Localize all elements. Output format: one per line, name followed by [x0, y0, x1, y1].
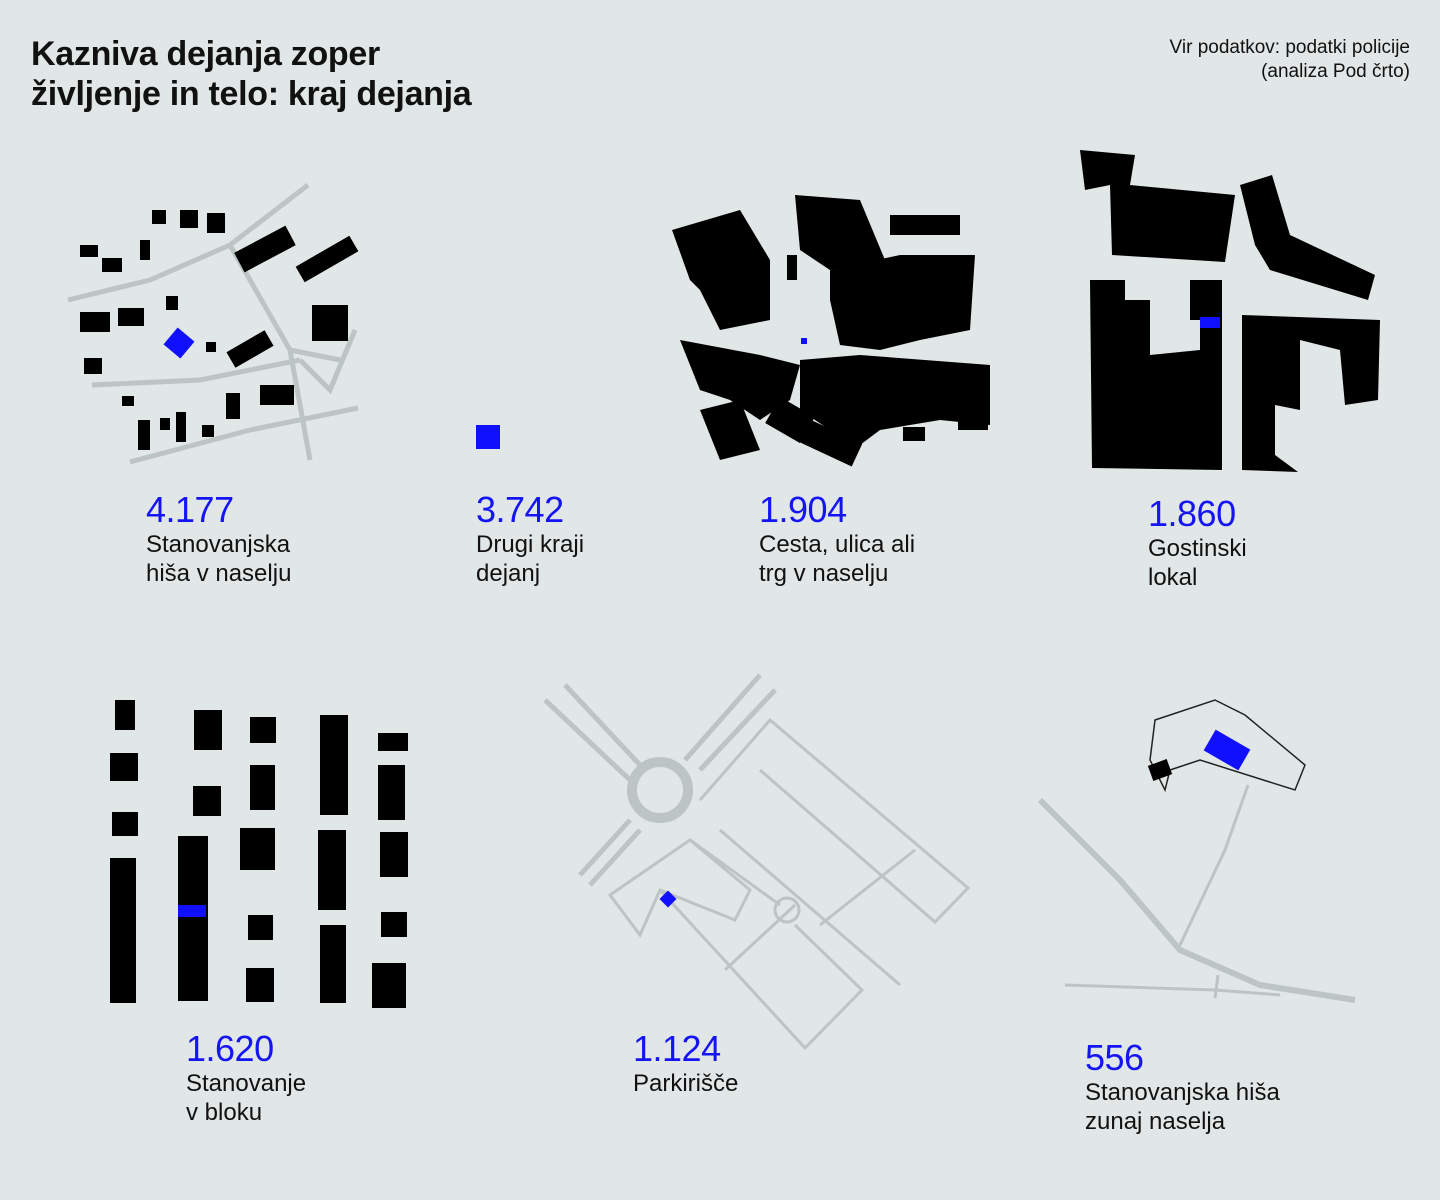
map-house-in-settlement: [67, 183, 359, 465]
stat-label: Parkirišče: [633, 1069, 738, 1098]
label-line: dejanj: [476, 560, 541, 587]
label-line: hiša v naselju: [146, 560, 292, 587]
map-parking: [543, 673, 971, 1051]
label-line: trg v naselju: [759, 560, 889, 587]
label-line: Cesta, ulica ali: [759, 531, 916, 558]
map-pub: [1080, 150, 1380, 472]
label-line: v bloku: [186, 1099, 263, 1126]
label-line: Drugi kraji: [476, 531, 585, 558]
label-line: Stanovanjska hiša: [1085, 1079, 1280, 1106]
map-apartment-block: [110, 700, 408, 1008]
stat-value: 1.620: [186, 1028, 274, 1069]
stat-value: 1.904: [759, 489, 847, 530]
label-line: Stanovanjska: [146, 531, 291, 558]
data-source: Vir podatkov: podatki policije (analiza …: [1170, 36, 1410, 84]
label-line: lokal: [1148, 564, 1198, 591]
title-line: Kazniva dejanja zoper: [31, 35, 380, 73]
stat-value: 556: [1085, 1037, 1144, 1078]
stat-value: 1.124: [633, 1028, 721, 1069]
page-title: Kazniva dejanja zoper življenje in telo:…: [31, 34, 472, 114]
label-line: Parkirišče: [633, 1070, 739, 1097]
stat-parking: 1.124 Parkirišče: [633, 1031, 738, 1098]
stat-value: 4.177: [146, 489, 234, 530]
label-line: zunaj naselja: [1085, 1108, 1226, 1135]
blue-marker: [476, 425, 500, 449]
map-street-or-square: [672, 195, 990, 467]
title-line: življenje in telo: kraj dejanja: [31, 75, 472, 113]
label-line: Gostinski: [1148, 535, 1247, 562]
stat-value: 1.860: [1148, 493, 1236, 534]
map-house-outside-settlement: [1037, 699, 1356, 1003]
stat-value: 3.742: [476, 489, 564, 530]
source-line: (analiza Pod črto): [1261, 61, 1410, 82]
label-line: Stanovanje: [186, 1070, 307, 1097]
source-line: Vir podatkov: podatki policije: [1169, 37, 1410, 58]
